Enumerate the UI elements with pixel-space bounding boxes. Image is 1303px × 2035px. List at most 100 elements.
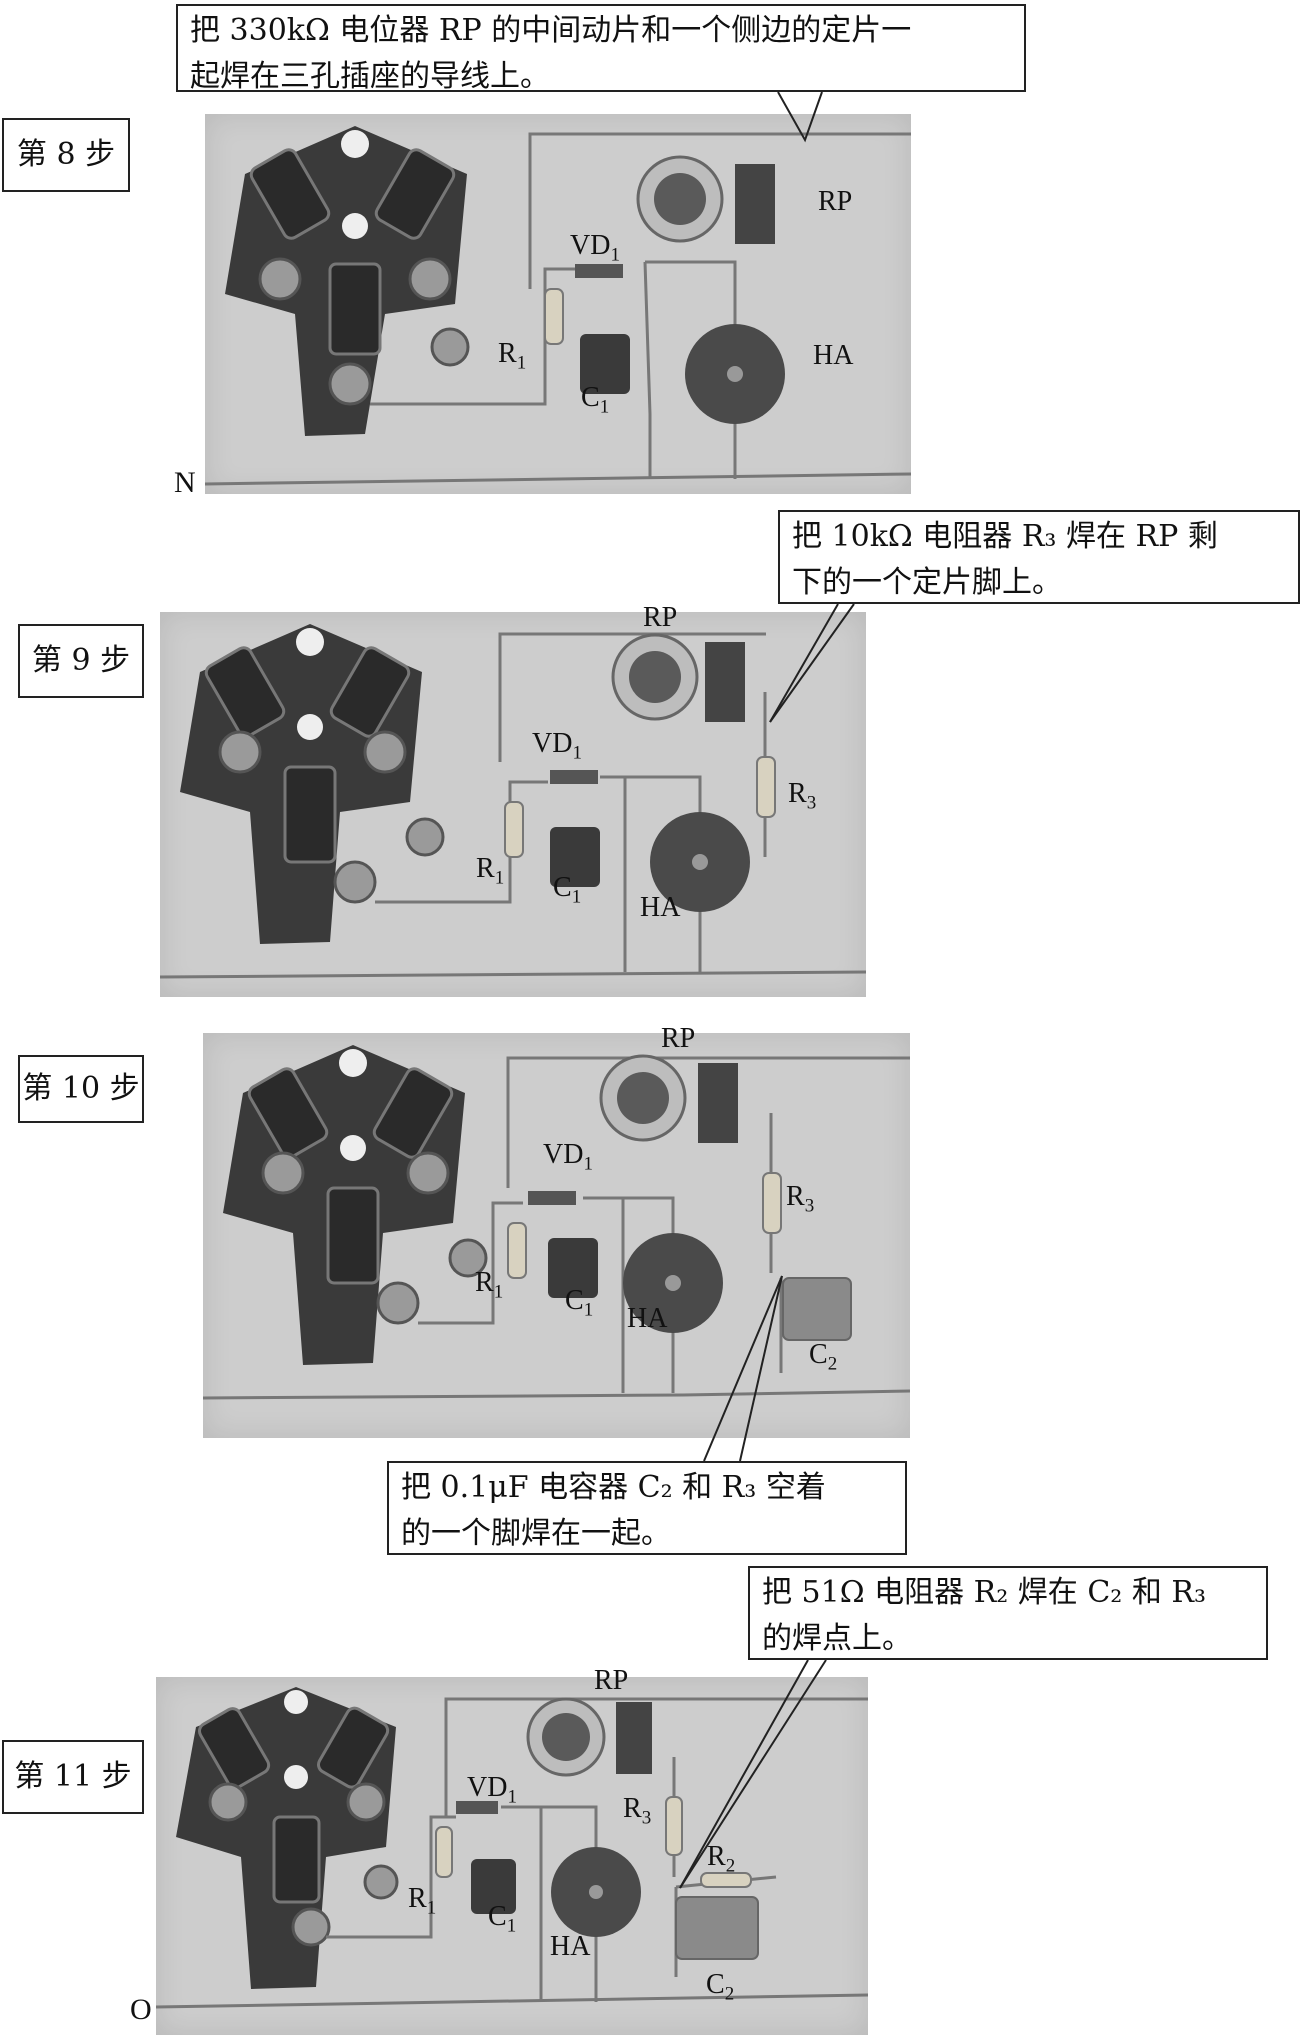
label-c1: C1 — [565, 1285, 594, 1321]
screw — [291, 1907, 331, 1947]
label-rp: RP — [643, 602, 678, 633]
circuit-photo — [160, 624, 866, 979]
socket-slot — [326, 1186, 380, 1285]
capacitor-c2 — [675, 1896, 759, 1960]
potentiometer-pins — [705, 642, 745, 722]
screw — [448, 1238, 488, 1278]
step-9-note: 把 10kΩ 电阻器 R₃ 焊在 RP 剩 下的一个定片脚上。 — [778, 510, 1300, 604]
screw — [405, 817, 445, 857]
note-line: 把 0.1μF 电容器 C₂ 和 R₃ 空着 — [401, 1470, 826, 1505]
socket-slot — [328, 262, 382, 356]
resistor-r3 — [762, 1172, 782, 1234]
wire — [583, 1196, 675, 1248]
screw — [363, 1864, 399, 1900]
note-line: 的焊点上。 — [762, 1621, 912, 1656]
screw — [258, 257, 302, 301]
potentiometer-pins — [735, 164, 775, 244]
label-vd1: VD1 — [543, 1139, 593, 1175]
wire — [156, 1993, 868, 2009]
label-c2: C2 — [706, 1969, 735, 2005]
socket-hole — [340, 1135, 366, 1161]
socket-hole — [284, 1690, 308, 1714]
wire — [600, 775, 702, 827]
socket-slot — [317, 1706, 390, 1789]
buzzer-hole — [589, 1885, 603, 1899]
step-8-photo: RP VD1 R1 C1 HA — [205, 114, 911, 494]
label-r1: R1 — [475, 1267, 504, 1303]
potentiometer-knob — [654, 173, 706, 225]
step-9-photo: RP VD1 R1 C1 HA R3 — [160, 604, 866, 997]
socket-slot — [249, 148, 331, 240]
potentiometer-knob — [629, 651, 681, 703]
capacitor-c1 — [548, 1238, 598, 1298]
screw — [346, 1782, 386, 1822]
label-r1: R1 — [498, 338, 527, 374]
screw — [261, 1151, 305, 1195]
label-rp: RP — [818, 186, 853, 217]
socket-hole — [341, 130, 369, 158]
socket-hole — [284, 1765, 308, 1789]
socket-hole — [297, 714, 323, 740]
buzzer-hole — [692, 854, 708, 870]
capacitor-c1 — [550, 827, 600, 887]
label-ha: HA — [550, 1931, 591, 1962]
step-8-label: 第 8 步 — [2, 118, 130, 192]
socket-slot — [272, 1815, 321, 1904]
label-rp: RP — [661, 1023, 696, 1054]
potentiometer-knob — [617, 1072, 669, 1124]
wire — [643, 261, 652, 479]
step-11-note: 把 51Ω 电阻器 R₂ 焊在 C₂ 和 R₃ 的焊点上。 — [748, 1566, 1268, 1660]
socket-hole — [342, 213, 368, 239]
potentiometer-knob — [542, 1713, 590, 1761]
circuit-photo — [205, 126, 911, 486]
buzzer-hole — [727, 366, 743, 382]
label-ha: HA — [627, 1303, 668, 1334]
screw — [328, 362, 372, 406]
resistor-r3 — [756, 756, 776, 818]
label-r1: R1 — [408, 1883, 437, 1919]
screw — [376, 1281, 420, 1325]
label-vd1: VD1 — [570, 230, 620, 266]
resistor-r1 — [504, 801, 524, 858]
label-vd1: VD1 — [467, 1772, 517, 1808]
socket-slot — [198, 1707, 271, 1790]
screw — [333, 860, 377, 904]
diode — [550, 770, 598, 784]
step-9-label: 第 9 步 — [18, 624, 144, 698]
circuit-photo — [203, 1045, 910, 1400]
label-r2: R2 — [707, 1841, 736, 1877]
label-r1: R1 — [476, 853, 505, 889]
wire — [418, 1201, 523, 1325]
wire — [203, 1389, 910, 1400]
socket-slot — [374, 148, 456, 240]
label-r3: R3 — [788, 778, 817, 814]
capacitor-c2 — [782, 1277, 852, 1341]
step-10-photo: RP VD1 R1 C1 HA R3 C2 — [203, 1025, 910, 1438]
label-r3: R3 — [786, 1181, 815, 1217]
note-line: 把 51Ω 电阻器 R₂ 焊在 C₂ 和 R₃ — [762, 1575, 1207, 1610]
socket-slot — [372, 1067, 454, 1159]
note-line: 把 330kΩ 电位器 RP 的中间动片和一个侧边的定片一 — [190, 13, 912, 48]
socket-slot — [204, 646, 286, 738]
diode — [456, 1801, 498, 1814]
circuit-photo — [156, 1687, 868, 2009]
step-8-note: 把 330kΩ 电位器 RP 的中间动片和一个侧边的定片一 起焊在三孔插座的导线… — [176, 4, 1026, 94]
potentiometer-pins — [616, 1702, 652, 1774]
step-11-label: 第 11 步 — [2, 1740, 144, 1814]
wire — [160, 970, 866, 979]
screw — [218, 730, 262, 774]
screw — [208, 1782, 248, 1822]
screw — [408, 257, 452, 301]
buzzer-hole — [665, 1275, 681, 1291]
wire — [326, 1815, 456, 1939]
socket-slot — [247, 1067, 329, 1159]
socket-hole — [296, 628, 324, 656]
screw — [406, 1151, 450, 1195]
capacitor-c1 — [580, 334, 630, 394]
label-c1: C1 — [581, 382, 610, 418]
note-line: 起焊在三孔插座的导线上。 — [190, 59, 550, 94]
socket-hole — [339, 1049, 367, 1077]
wire — [498, 632, 766, 762]
note-line: 下的一个定片脚上。 — [792, 565, 1062, 600]
wire — [501, 1805, 598, 1862]
